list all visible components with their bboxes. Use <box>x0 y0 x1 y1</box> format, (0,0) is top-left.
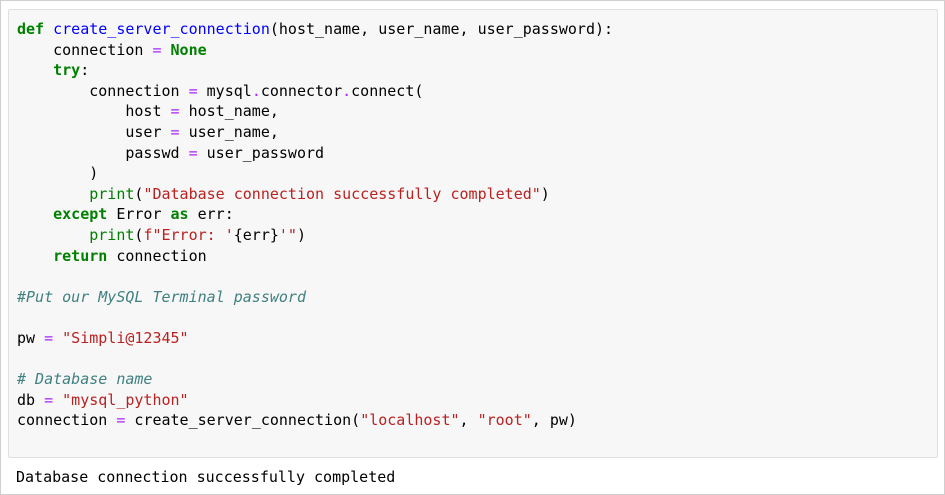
code-token: ) <box>540 184 550 203</box>
code-token: "localhost" <box>360 411 460 430</box>
code-line: connection = None <box>17 40 613 61</box>
code-cell-editor[interactable]: def create_server_connection(host_name, … <box>8 9 938 458</box>
code-line: db = "mysql_python" <box>17 390 613 411</box>
code-token: def <box>17 20 45 38</box>
cell-output: Database connection successfully complet… <box>16 468 396 486</box>
code-line: try: <box>17 60 613 81</box>
code-token: "Database connection successfully comple… <box>143 184 541 203</box>
code-token: None <box>170 40 207 59</box>
code-token: db <box>17 390 45 409</box>
code-token <box>17 226 89 244</box>
code-token: ( <box>134 184 144 203</box>
code-token: except <box>53 205 108 224</box>
code-token: user_password <box>197 143 325 162</box>
code-token <box>17 61 53 79</box>
code-token: = <box>152 40 162 59</box>
code-token: , pw) <box>531 411 577 430</box>
code-token: connect( <box>351 81 424 100</box>
code-token: ( <box>134 225 144 244</box>
code-token: . <box>342 81 352 100</box>
code-token: mysql <box>197 81 252 100</box>
code-line: return connection <box>17 246 613 267</box>
code-token: = <box>188 143 198 162</box>
code-token <box>17 185 89 203</box>
code-line: except Error as err: <box>17 204 613 225</box>
code-line: user = user_name, <box>17 122 613 143</box>
code-token: : <box>80 61 90 80</box>
code-line <box>17 266 613 287</box>
code-token: '" <box>278 225 297 244</box>
code-token: user <box>17 122 171 141</box>
code-token <box>44 20 53 38</box>
code-token: return <box>53 246 108 265</box>
code-token: connection <box>107 246 207 265</box>
code-line <box>17 307 613 328</box>
code-token: # Database name <box>17 370 153 389</box>
code-token: "Simpli@12345" <box>62 328 189 347</box>
code-line: connection = create_server_connection("l… <box>17 410 613 431</box>
code-token <box>53 391 62 409</box>
code-token: = <box>170 122 180 141</box>
code-token: passwd <box>17 143 189 162</box>
code-line: # Database name <box>17 369 613 390</box>
code-line <box>17 349 613 370</box>
code-token: {err} <box>233 225 279 244</box>
code-line: #Put our MySQL Terminal password <box>17 287 613 308</box>
code-token: "root" <box>477 411 532 430</box>
code-token: connector <box>260 81 343 100</box>
code-line: pw = "Simpli@12345" <box>17 328 613 349</box>
code-line: connection = mysql.connector.connect( <box>17 81 613 102</box>
code-token: try <box>53 61 81 80</box>
code-token: host_name, <box>179 102 279 121</box>
code-token: user_name, <box>179 122 279 141</box>
code-line: print("Database connection successfully … <box>17 184 613 205</box>
code-token: = <box>44 328 54 347</box>
code-line: passwd = user_password <box>17 143 613 164</box>
code-block[interactable]: def create_server_connection(host_name, … <box>17 19 613 431</box>
code-token: create_server_connection <box>53 20 270 38</box>
code-token: . <box>251 81 261 100</box>
code-token <box>17 247 53 265</box>
code-token: print <box>89 184 135 203</box>
code-token: "mysql_python" <box>62 390 189 409</box>
code-token: , <box>459 411 478 430</box>
code-token: pw <box>17 328 45 347</box>
code-line: host = host_name, <box>17 101 613 122</box>
code-token: = <box>170 102 180 121</box>
code-line: def create_server_connection(host_name, … <box>17 19 613 40</box>
code-token: host <box>17 102 171 121</box>
code-token: #Put our MySQL Terminal password <box>17 287 306 306</box>
code-token <box>162 41 171 59</box>
code-token: print <box>89 225 135 244</box>
code-token: = <box>116 411 126 430</box>
code-token: connection <box>17 411 117 430</box>
code-line: print(f"Error: '{err}'") <box>17 225 613 246</box>
code-token: ) <box>17 164 99 183</box>
code-token <box>17 205 53 223</box>
code-line: ) <box>17 163 613 184</box>
code-token: connection <box>17 81 189 100</box>
code-token <box>53 329 62 347</box>
code-token: Error <box>107 205 171 224</box>
code-token: f"Error: ' <box>143 225 234 244</box>
code-token: ) <box>296 225 306 244</box>
code-token: = <box>188 81 198 100</box>
code-token: err: <box>188 205 234 224</box>
code-token: as <box>170 205 189 224</box>
code-token: create_server_connection( <box>125 411 361 430</box>
code-token: = <box>44 390 54 409</box>
code-token: (host_name, user_name, user_password): <box>269 20 614 38</box>
code-token: connection <box>17 40 153 59</box>
